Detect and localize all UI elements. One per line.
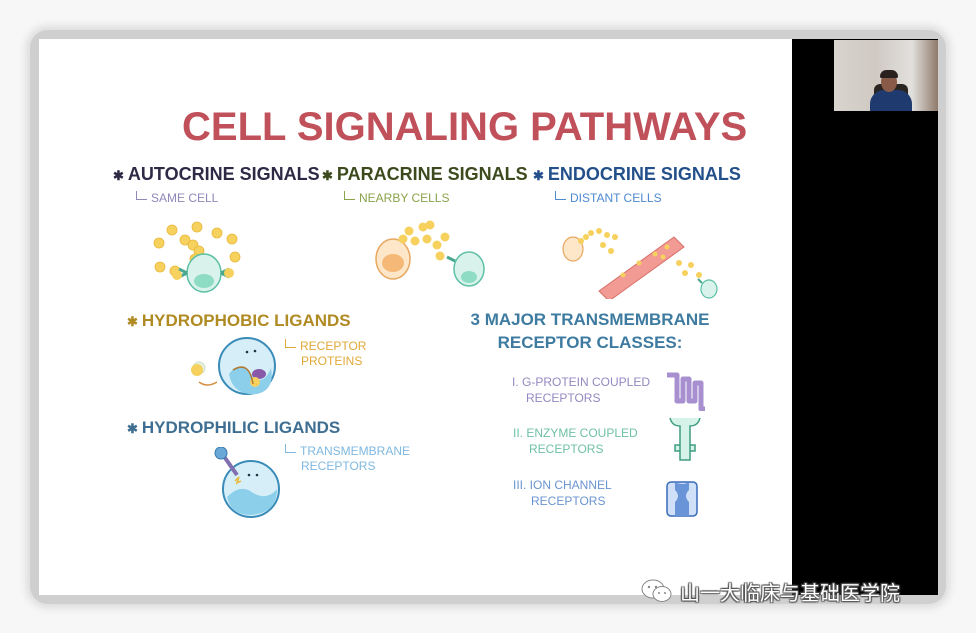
note-line: TRANSMEMBRANE [300, 444, 411, 458]
paracrine-sublabel: NEARBY CELLS [359, 191, 450, 205]
hydrophobic-heading: ✱HYDROPHOBIC LIGANDS [127, 310, 351, 332]
hook-icon [344, 191, 355, 200]
asterisk-icon: ✱ [322, 168, 333, 183]
paracrine-illustration [375, 220, 485, 287]
g-protein-receptor-icon [667, 372, 705, 411]
title-line: RECEPTOR CLASSES: [497, 333, 683, 352]
paracrine-sub: NEARBY CELLS [344, 191, 450, 205]
endocrine-illustration [562, 228, 718, 299]
hydrophilic-heading: ✱HYDROPHILIC LIGANDS [127, 417, 340, 439]
autocrine-sublabel: SAME CELL [151, 191, 219, 205]
item-line: RECEPTORS [531, 494, 606, 508]
receptor-class-item: II. ENZYME COUPLED RECEPTORS [513, 425, 638, 457]
endocrine-sublabel: DISTANT CELLS [570, 191, 662, 205]
wechat-icon [641, 579, 672, 602]
hydrophilic-label: HYDROPHILIC LIGANDS [141, 418, 341, 437]
item-line: II. ENZYME COUPLED [513, 426, 638, 440]
item-line: I. G-PROTEIN COUPLED [512, 375, 651, 389]
ion-channel-icon [666, 481, 698, 517]
hydrophobic-cell-illustration [191, 337, 276, 395]
paracrine-label: PARACRINE SIGNALS [336, 164, 528, 184]
asterisk-icon: ✱ [113, 168, 124, 183]
note-line: RECEPTOR [300, 339, 367, 353]
asterisk-icon: ✱ [533, 168, 544, 183]
receptor-class-item: III. ION CHANNEL RECEPTORS [513, 477, 612, 509]
enzyme-receptor-icon [669, 417, 701, 461]
hook-icon [285, 444, 296, 453]
watermark-text: 山一大临床与基础医学院 [680, 580, 900, 605]
watermark: 山一大临床与基础医学院 [640, 576, 900, 606]
autocrine-label: AUTOCRINE SIGNALS [127, 164, 320, 184]
hydrophobic-label: HYDROPHOBIC LIGANDS [141, 311, 351, 330]
title-line: 3 MAJOR TRANSMEMBRANE [470, 310, 710, 329]
hook-icon [285, 339, 296, 348]
shared-screen: CELL SIGNALING PATHWAYS ✱AUTOCRINE SIGNA… [39, 39, 938, 595]
slide-title: CELL SIGNALING PATHWAYS [182, 105, 748, 149]
endocrine-label: ENDOCRINE SIGNALS [547, 164, 741, 184]
hook-icon [555, 191, 566, 200]
hydrophilic-cell-illustration [214, 447, 280, 518]
item-line: RECEPTORS [529, 442, 604, 456]
autocrine-illustration [153, 221, 241, 293]
receptor-class-item: I. G-PROTEIN COUPLED RECEPTORS [512, 374, 650, 406]
presenter-webcam [834, 40, 938, 111]
paracrine-heading: ✱PARACRINE SIGNALS [322, 163, 528, 187]
asterisk-icon: ✱ [127, 314, 138, 329]
item-line: RECEPTORS [526, 391, 601, 405]
slide: CELL SIGNALING PATHWAYS ✱AUTOCRINE SIGNA… [39, 39, 792, 595]
note-line: PROTEINS [301, 354, 363, 368]
endocrine-sub: DISTANT CELLS [555, 191, 662, 205]
note-line: RECEPTORS [301, 459, 376, 473]
autocrine-sub: SAME CELL [136, 191, 218, 205]
autocrine-heading: ✱AUTOCRINE SIGNALS [113, 163, 320, 187]
item-line: III. ION CHANNEL [513, 478, 612, 492]
endocrine-heading: ✱ENDOCRINE SIGNALS [533, 163, 741, 187]
asterisk-icon: ✱ [127, 421, 138, 436]
receptor-classes-title: 3 MAJOR TRANSMEMBRANE RECEPTOR CLASSES: [457, 308, 723, 354]
hook-icon [136, 191, 147, 200]
